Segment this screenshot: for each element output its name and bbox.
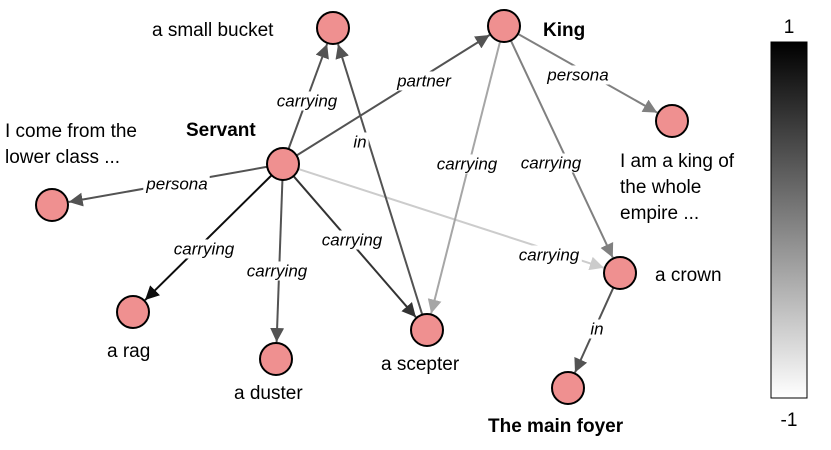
node-label-foyer: The main foyer	[488, 416, 624, 437]
node-duster: a duster	[234, 342, 303, 404]
edge-label-servant-rag: carrying	[171, 239, 237, 259]
edge-label-crown-foyer: in	[588, 319, 606, 339]
edge-label-king-crown: carrying	[518, 153, 584, 173]
svg-text:carrying: carrying	[322, 230, 383, 249]
edge-label-king-scepter: carrying	[434, 154, 500, 174]
svg-text:carrying: carrying	[521, 153, 582, 172]
node-circle-king_persona	[655, 104, 689, 138]
node-label-servant: Servant	[186, 120, 256, 141]
colorbar-gradient	[770, 41, 808, 399]
edge-servant-rag	[144, 174, 273, 301]
edge-king-scepter	[427, 41, 502, 314]
svg-text:in: in	[590, 319, 603, 338]
node-label-bucket: a small bucket	[152, 20, 274, 41]
svg-text:in: in	[353, 132, 366, 151]
node-crown: a crown	[603, 256, 722, 290]
node-circle-duster	[259, 342, 293, 376]
svg-text:partner: partner	[396, 71, 452, 90]
node-rag: a rag	[107, 295, 150, 362]
node-label-rag: a rag	[107, 341, 150, 362]
edge-king-crown	[509, 40, 614, 259]
edge-label-servant-king: partner	[394, 71, 455, 91]
node-king: King	[487, 9, 585, 43]
node-foyer: The main foyer	[488, 371, 624, 437]
edge-label-servant-duster: carrying	[244, 261, 310, 281]
node-label-crown: a crown	[655, 265, 722, 286]
node-circle-bucket	[316, 11, 350, 45]
svg-text:carrying: carrying	[174, 239, 235, 258]
colorbar: 1 -1	[770, 17, 808, 431]
node-label-duster: a duster	[234, 383, 303, 404]
svg-text:carrying: carrying	[277, 91, 338, 110]
edge-label-king-king_persona: persona	[544, 65, 611, 85]
node-circle-scepter	[410, 313, 444, 347]
node-servant: Servant	[186, 120, 300, 181]
svg-text:carrying: carrying	[519, 245, 580, 264]
edge-label-servant-bucket: carrying	[274, 91, 340, 111]
edge-label-servant-servant_persona: persona	[143, 174, 210, 194]
node-label-scepter: a scepter	[381, 354, 460, 375]
node-circle-servant_persona	[35, 188, 69, 222]
edge-servant-duster	[270, 179, 285, 343]
svg-text:carrying: carrying	[437, 154, 498, 173]
edge-label-servant-scepter: carrying	[319, 230, 385, 250]
edge-label-servant-crown: carrying	[516, 245, 582, 265]
node-scepter: a scepter	[381, 313, 460, 375]
edge-label-scepter-bucket: in	[351, 132, 369, 152]
edge-servant-king	[296, 34, 491, 157]
svg-text:carrying: carrying	[247, 261, 308, 280]
edge-scepter-bucket	[335, 43, 424, 316]
svg-text:persona: persona	[546, 65, 608, 84]
colorbar-min-label: -1	[781, 410, 798, 431]
node-circle-king	[487, 9, 521, 43]
node-circle-servant	[266, 147, 300, 181]
node-label-king: King	[543, 20, 585, 41]
node-circle-crown	[603, 256, 637, 290]
node-bucket: a small bucket	[152, 11, 350, 45]
node-circle-foyer	[551, 371, 585, 405]
colorbar-max-label: 1	[784, 17, 795, 38]
nodes-layer: Servant King a small bucket I come from the…	[5, 9, 735, 437]
edges-layer: carrying partner persona carrying carrying ca…	[68, 33, 658, 373]
node-circle-rag	[116, 295, 150, 329]
svg-text:persona: persona	[145, 174, 207, 193]
